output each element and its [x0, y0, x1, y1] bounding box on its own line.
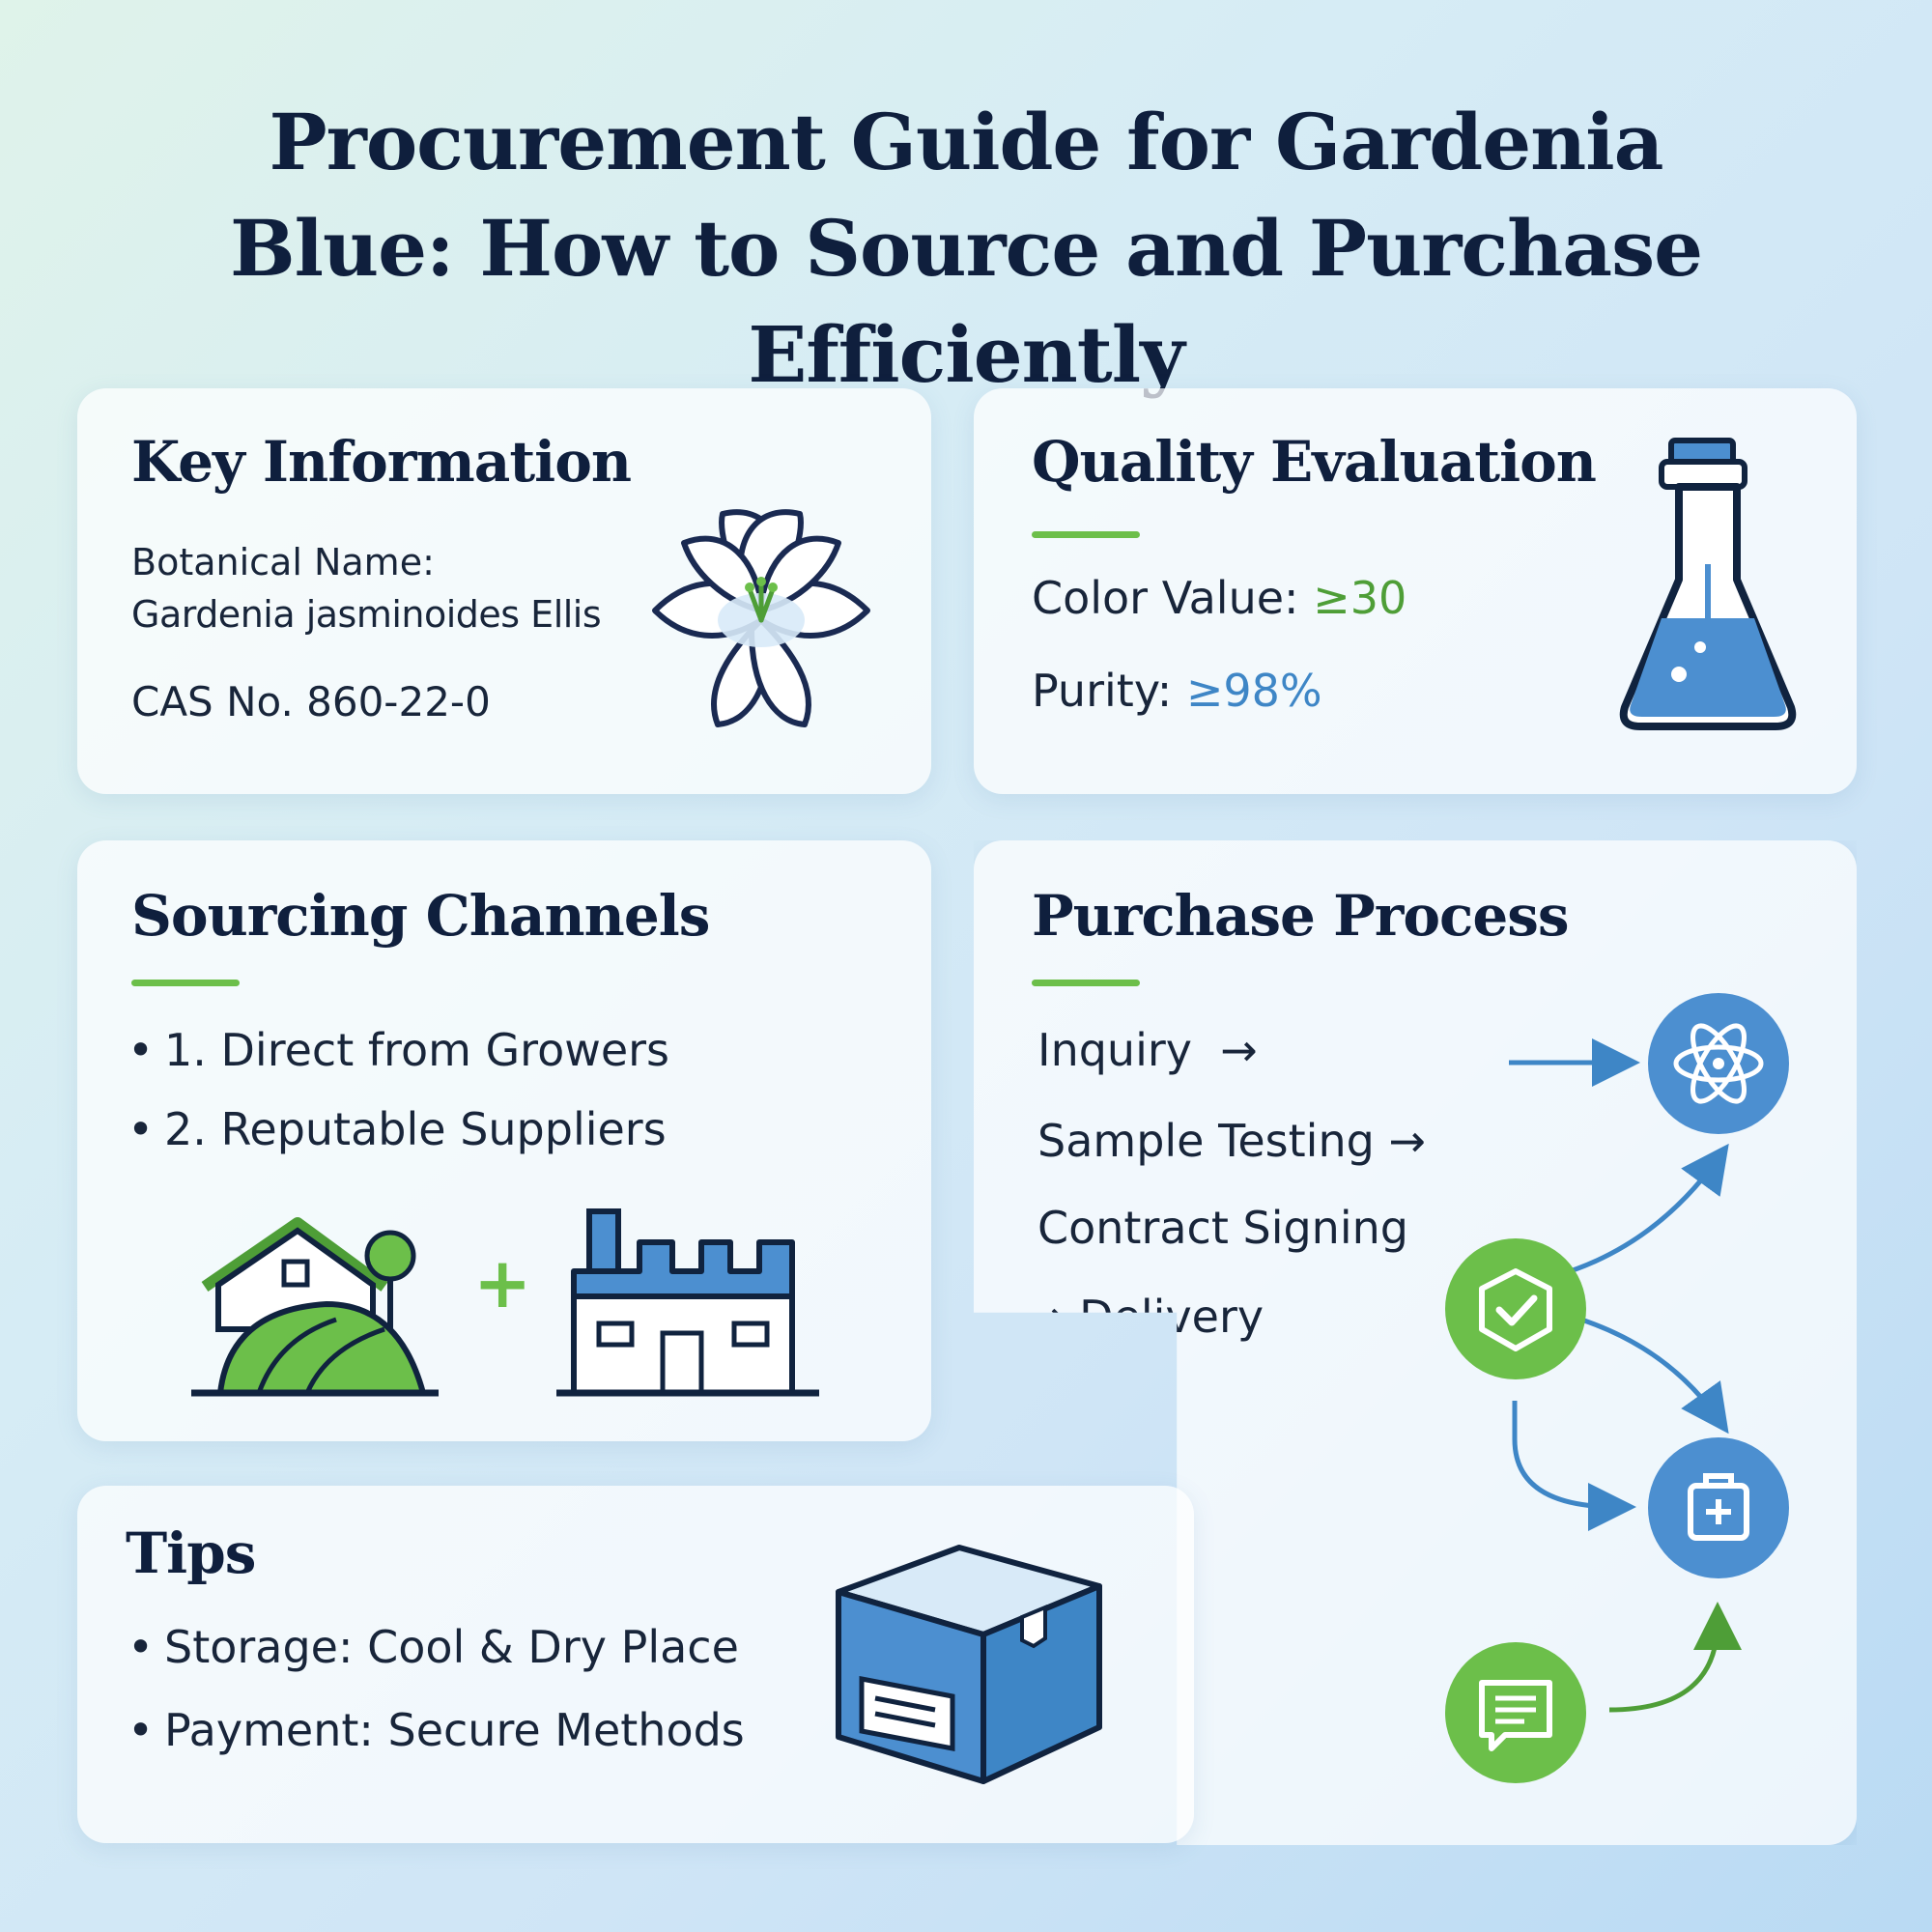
page-title-line2: Blue: How to Source and Purchase Efficie…: [229, 203, 1703, 400]
shield-check-icon: [1445, 1238, 1586, 1379]
flask-icon: [1619, 438, 1797, 730]
tips-item-payment: Payment: Secure Methods: [128, 1704, 745, 1756]
medical-kit-icon: [1648, 1437, 1789, 1578]
box-icon: [836, 1545, 1102, 1784]
cas-number: CAS No. 860-22-0: [131, 678, 491, 725]
tips-heading: Tips: [126, 1520, 256, 1586]
botanical-name-label: Botanical Name:: [131, 541, 435, 583]
quality-evaluation-card: Quality Evaluation Color Value: ≥30 Puri…: [974, 388, 1857, 794]
flow-arrow-shield-to-kit: [1512, 1401, 1636, 1531]
farm-icon: [191, 1217, 439, 1397]
process-step-contract-signing: Contract Signing: [1037, 1202, 1408, 1254]
atom-icon: [1648, 993, 1789, 1134]
page-title-line1: Procurement Guide for Gardenia: [269, 97, 1664, 187]
color-value-row: Color Value: ≥30: [1032, 572, 1406, 624]
key-information-card: Key Information Botanical Name: Gardenia…: [77, 388, 931, 794]
chat-icon: [1445, 1642, 1586, 1783]
sourcing-plus: +: [473, 1242, 532, 1323]
botanical-name-value: Gardenia jasminoides Ellis: [131, 593, 602, 636]
page-title: Procurement Guide for Gardenia Blue: How…: [0, 89, 1932, 408]
gardenia-flower-icon: [652, 509, 870, 727]
purchase-process-heading: Purchase Process: [1032, 883, 1570, 949]
color-value-label: Color Value:: [1032, 572, 1299, 624]
tips-card: Tips Storage: Cool & Dry Place Payment: …: [77, 1486, 1194, 1843]
process-step-inquiry: Inquiry →: [1037, 1024, 1258, 1076]
sourcing-channels-card: Sourcing Channels 1. Direct from Growers…: [77, 840, 931, 1441]
purity-label: Purity:: [1032, 665, 1173, 717]
color-value-number: ≥30: [1313, 572, 1407, 624]
key-information-heading: Key Information: [131, 429, 632, 495]
process-step-sample-testing: Sample Testing →: [1037, 1115, 1426, 1167]
flow-arrow-chat-to-kit: [1608, 1602, 1742, 1713]
quality-evaluation-heading: Quality Evaluation: [1032, 429, 1597, 495]
purity-row: Purity: ≥98%: [1032, 665, 1322, 717]
purchase-heading-underline: [1032, 980, 1140, 986]
sourcing-heading-underline: [131, 980, 240, 986]
sourcing-channels-heading: Sourcing Channels: [131, 883, 710, 949]
sourcing-item-growers: 1. Direct from Growers: [128, 1024, 669, 1076]
tips-item-storage: Storage: Cool & Dry Place: [128, 1621, 739, 1673]
sourcing-item-suppliers: 2. Reputable Suppliers: [128, 1103, 667, 1155]
quality-heading-underline: [1032, 531, 1140, 538]
factory-icon: [556, 1208, 819, 1397]
purity-number: ≥98%: [1185, 665, 1322, 717]
